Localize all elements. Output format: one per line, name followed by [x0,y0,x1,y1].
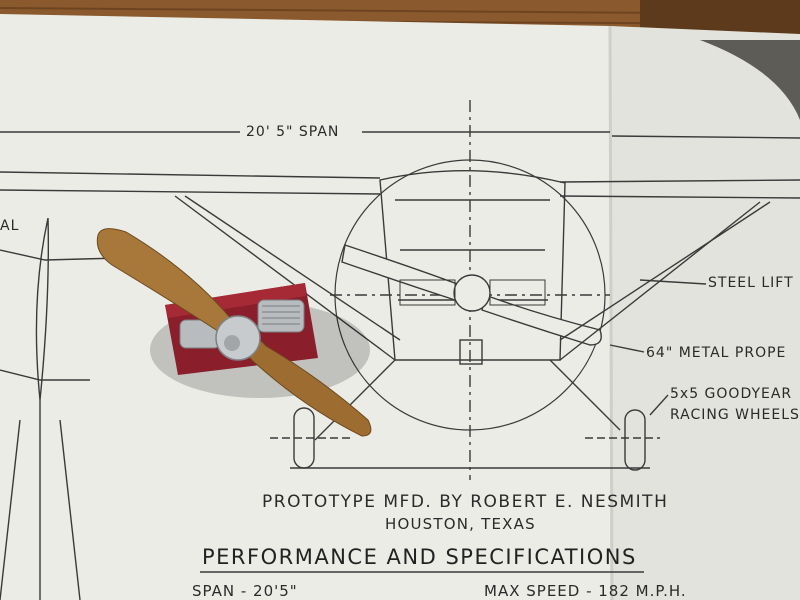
wheels-callout-line2: RACING WHEELS [670,407,800,423]
blueprint-paper [0,14,800,600]
metal-propeller-callout: 64" METAL PROPE [646,345,787,361]
engine-cylinders [179,299,305,349]
edge-text: AL [0,218,20,234]
location-line: HOUSTON, TEXAS [385,515,536,533]
wooden-propeller [96,228,372,437]
steel-lift-callout: STEEL LIFT [708,275,794,291]
section-title: PERFORMANCE AND SPECIFICATIONS [202,545,637,569]
span-callout: 20' 5" SPAN [246,124,340,140]
blueprint-drawing [0,100,800,600]
spec-span: SPAN - 20'5" [192,582,298,600]
prototype-line: PROTOTYPE MFD. BY ROBERT E. NESMITH [262,492,669,512]
spec-max-speed: MAX SPEED - 182 M.P.H. [484,582,687,600]
wheels-callout-line1: 5x5 GOODYEAR [670,386,793,402]
